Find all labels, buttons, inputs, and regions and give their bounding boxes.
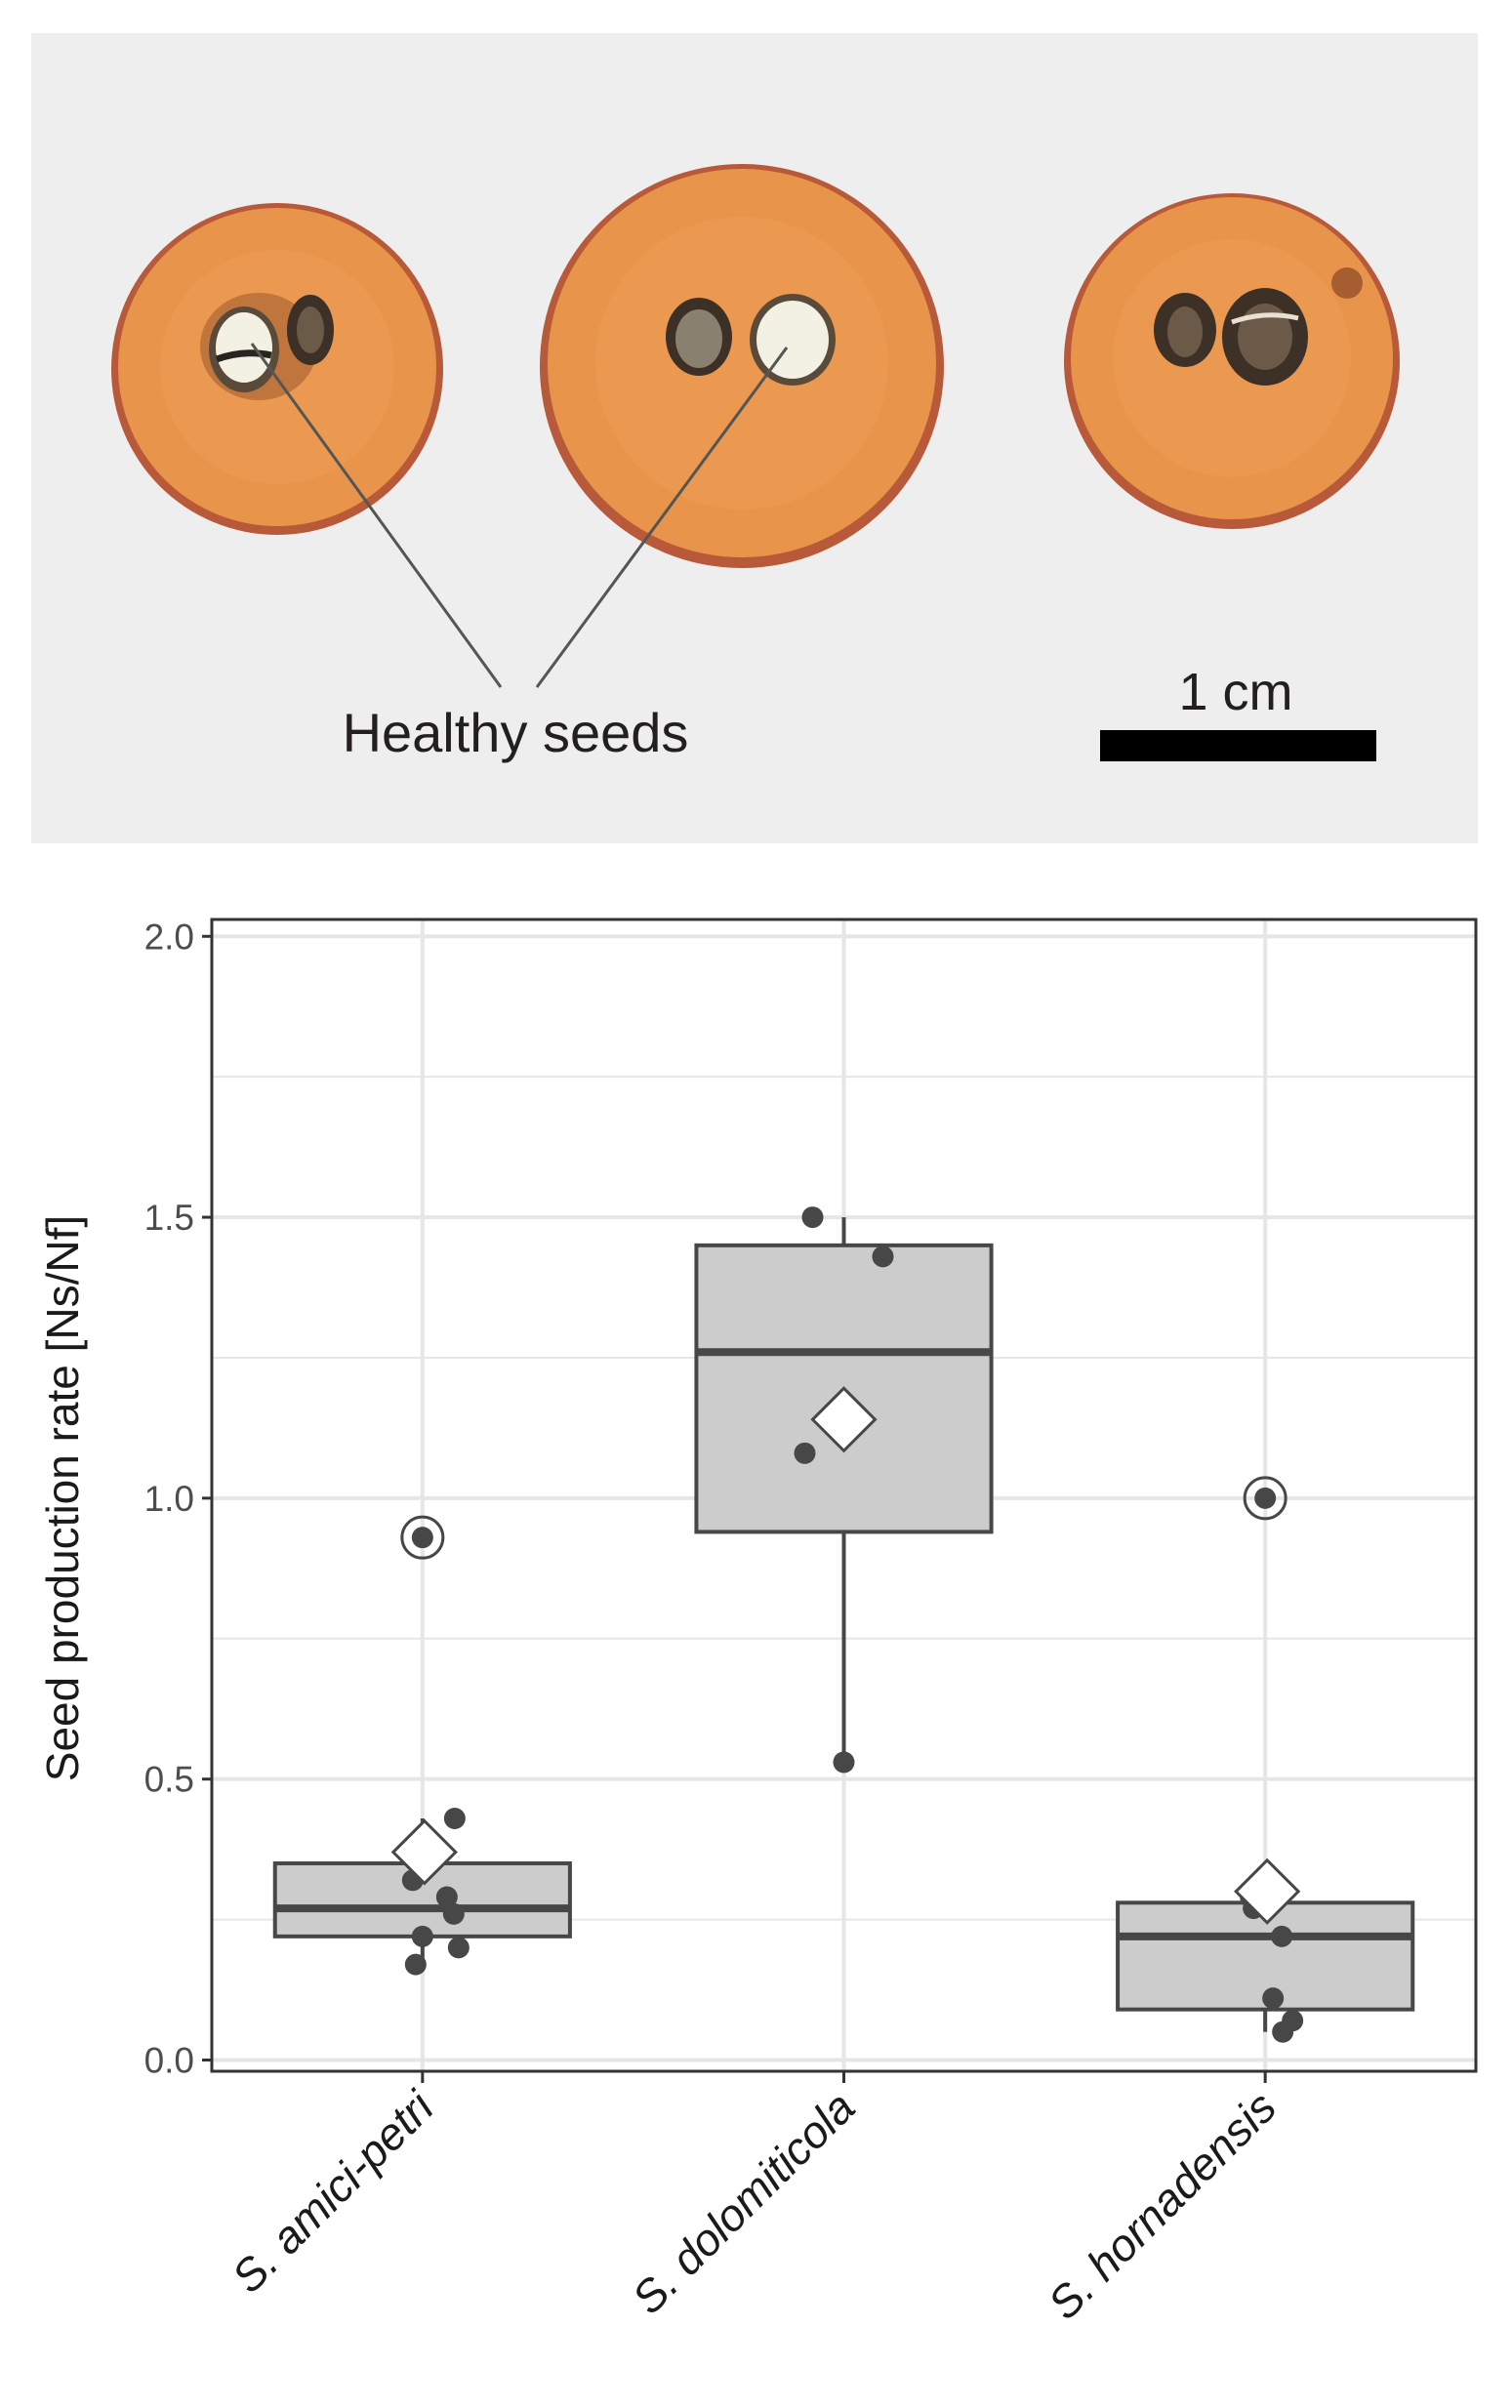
data-point — [794, 1442, 816, 1464]
photo-panel: Healthy seeds 1 cm — [31, 33, 1478, 843]
data-point — [1271, 1925, 1293, 1947]
annotation-leader-line — [535, 347, 789, 688]
fruit-slice-left — [111, 203, 443, 535]
y-tick-label: 1.0 — [144, 1479, 194, 1519]
data-point — [801, 1206, 824, 1229]
y-tick-label: 2.0 — [144, 917, 194, 957]
y-axis-ticks: 0.0 0.5 1.0 1.5 2.0 — [144, 917, 212, 2080]
x-tick-label: S. amici-petri — [222, 2080, 444, 2303]
data-point — [404, 1953, 427, 1976]
scale-bar-label: 1 cm — [1178, 663, 1292, 721]
data-point — [435, 1886, 458, 1908]
data-point — [447, 1937, 470, 1959]
data-point — [411, 1925, 433, 1947]
annotation-label: Healthy seeds — [343, 702, 689, 763]
data-point — [1262, 1987, 1285, 2010]
y-axis-title: Seed production rate [Ns/Nf] — [37, 1215, 88, 1781]
y-tick-label: 1.5 — [144, 1198, 194, 1238]
x-tick-label: S. dolomiticola — [622, 2081, 864, 2323]
mean-marker — [1234, 1857, 1301, 1925]
y-tick-label: 0.0 — [144, 2040, 194, 2080]
mean-marker — [810, 1386, 878, 1453]
fruit-slice-right — [1064, 193, 1400, 529]
outlier-marker — [400, 1515, 445, 1560]
data-point — [872, 1245, 894, 1268]
data-points — [390, 1206, 1304, 2043]
annotation-leader-line — [250, 343, 503, 688]
data-point — [443, 1807, 466, 1829]
scale-bar — [1100, 730, 1376, 761]
data-point — [442, 1902, 465, 1925]
boxplot-chart: 0.0 0.5 1.0 1.5 2.0 S. amici-petri S. dolomit… — [37, 917, 1478, 2329]
x-axis-ticks: S. amici-petri S. dolomiticola S. hornaden… — [222, 2071, 1286, 2329]
x-tick-label: S. hornadensis — [1038, 2081, 1286, 2329]
fruit-slice-middle — [540, 164, 944, 568]
data-point — [1254, 1487, 1277, 1509]
mean-marker — [390, 1818, 458, 1886]
data-point — [1272, 2020, 1294, 2043]
data-point — [411, 1527, 433, 1549]
outlier-marker — [1243, 1476, 1287, 1521]
data-point — [833, 1751, 855, 1774]
y-tick-label: 0.5 — [144, 1760, 194, 1800]
